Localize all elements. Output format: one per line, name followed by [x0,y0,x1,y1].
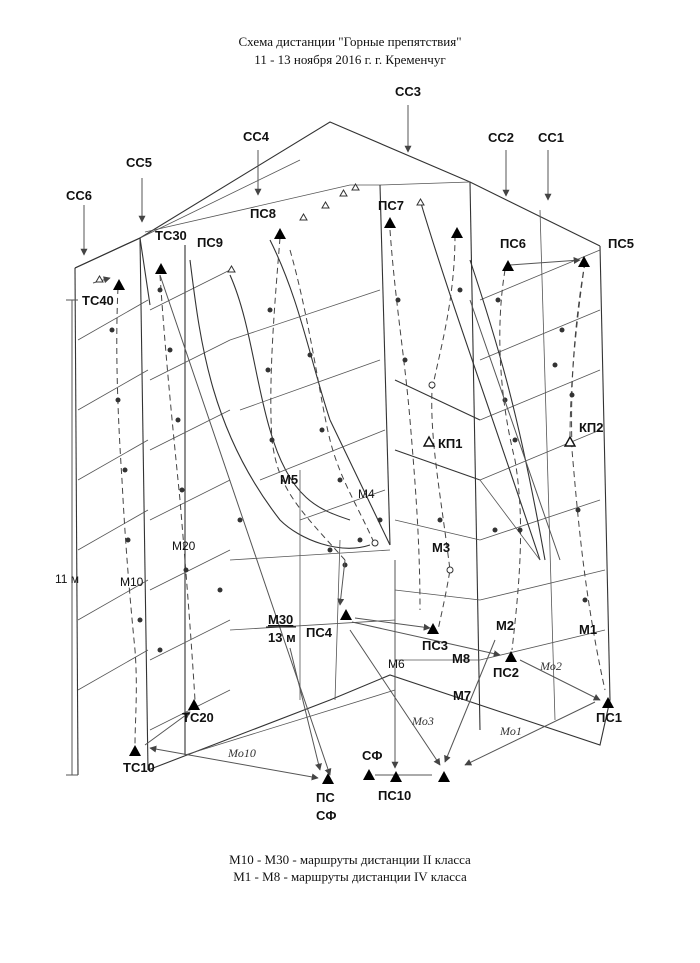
label-mo10: Мо10 [227,746,256,760]
ps6-icon [502,260,514,271]
wall-structure [74,121,611,776]
route-m2 [499,269,522,651]
label-kp2: КП2 [579,420,604,435]
route-m4 [289,249,376,546]
label-ps7: ПС7 [378,198,404,213]
route-m10 [116,287,137,746]
label-ps2: ПС2 [493,665,519,680]
legend-line-1: М10 - М30 - маршруты дистанции II класса [229,852,471,867]
label-m10: М10 [120,575,144,589]
label-mo1: Мо1 [499,724,522,738]
height-dimension [66,299,78,776]
label-tc40: ТС40 [82,293,114,308]
label-cc4: СС4 [243,129,270,144]
tc30-icon [155,263,167,274]
label-m2: М2 [496,618,514,633]
route-m1 [571,261,606,691]
stations [113,217,614,784]
label-sf-finish: СФ [316,808,336,823]
label-ps5: ПС5 [608,236,634,251]
route-m5 [270,237,346,561]
label-tc30: ТС30 [155,228,187,243]
label-mo3: Мо3 [411,714,434,728]
label-m7: М7 [453,688,471,703]
label-cc5: СС5 [126,155,152,170]
label-ps3: ПС3 [422,638,448,653]
route-m20 [159,274,196,701]
label-ps9: ПС9 [197,235,223,250]
ps1-icon [602,697,614,708]
links [92,256,601,781]
ps8-icon [274,228,286,239]
label-ps4: ПС4 [306,625,333,640]
label-ps-finish: ПС [316,790,335,805]
ps2-icon [505,651,517,662]
label-cc2: СС2 [488,130,514,145]
label-cc1: СС1 [538,130,564,145]
label-m20: М20 [172,539,196,553]
tc40-icon [113,279,125,290]
ps10-right-icon [438,771,450,782]
label-tc20: ТС20 [182,710,214,725]
label-ps1: ПС1 [596,710,622,725]
label-m1: М1 [579,622,597,637]
ps6-top-icon [451,227,463,238]
open-markers [95,183,577,574]
label-m30-length: 13 м [268,630,296,645]
label-kp1: КП1 [438,436,463,451]
label-m30: М30 [268,612,293,627]
tc10-icon [129,745,141,756]
labels: СС6 СС5 СС4 СС3 СС2 СС1 ТС40 ТС30 ПС9 ПС… [55,84,634,823]
label-sf: СФ [362,748,382,763]
ps4-icon [340,609,352,620]
holds [109,287,588,653]
label-m3: М3 [432,540,450,555]
route-kp2 [569,261,586,441]
kp2-icon [563,435,577,447]
legend-line-2: М1 - М8 - маршруты дистанции IV класса [233,869,467,884]
label-cc6: СС6 [66,188,92,203]
sf-icon [363,769,375,780]
label-m5: М5 [280,472,298,487]
label-ps8: ПС8 [250,206,276,221]
label-ps10: ПС10 [378,788,411,803]
label-mo2: Мо2 [539,659,562,673]
ps7-icon [384,217,396,228]
label-tc10: ТС10 [123,760,155,775]
ps5-icon [578,256,590,267]
tc20-icon [188,699,200,710]
label-m8: М8 [452,651,470,666]
route-m3 [431,234,456,631]
label-cc3: СС3 [395,84,421,99]
label-height: 11 м [55,572,79,586]
route-m6 [389,229,421,611]
diagram-title: Схема дистанции "Горные препятствия" [238,34,462,49]
entry-arrows [80,105,552,256]
kp1-icon [422,435,436,447]
ps10-icon [390,771,402,782]
label-m6: М6 [388,657,405,671]
ps3-icon [427,623,439,634]
diagram-subtitle: 11 - 13 ноября 2016 г. г. Кременчуг [254,52,446,67]
ps-finish-icon [322,773,334,784]
label-ps6: ПС6 [500,236,526,251]
label-m4: М4 [358,487,375,501]
